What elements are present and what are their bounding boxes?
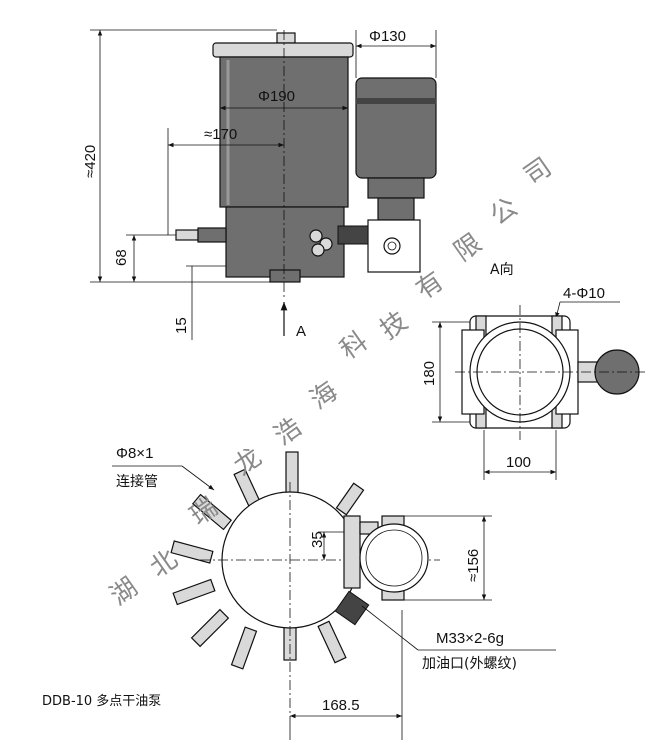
outlet-pipe [172,578,216,606]
dim-d170: ≈170 [204,126,237,143]
dim-d130: Φ130 [369,28,406,45]
dim-d156: ≈156 [465,549,482,582]
outlet-pipe [190,608,230,648]
lid-knob [276,32,296,44]
svg-text:海: 海 [305,376,344,415]
outlet-pipe [230,626,258,670]
outlet-pipe [335,482,365,516]
dim-holes: 4-Φ10 [563,285,605,302]
dim-h420: ≈420 [82,145,99,178]
view-a-title: A向 [490,262,514,278]
outlet-pipe [285,451,299,495]
view-a: A向 4-Φ10 180 100 [421,262,645,480]
svg-text:限: 限 [449,228,488,267]
outlet-pipe [191,493,233,531]
svg-text:瑞: 瑞 [185,492,224,531]
outlet-pipe [170,540,214,564]
svg-text:浩: 浩 [269,412,308,451]
reservoir-lid [212,42,354,58]
svg-text:司: 司 [519,152,558,191]
motor-top [359,523,429,593]
dim-d190: Φ190 [258,88,295,105]
dim-h68: 68 [113,249,130,266]
motor [355,77,437,179]
pipe-spec-label: Φ8×1 [116,445,153,462]
svg-text:技: 技 [375,306,414,345]
dim-w180: 180 [421,361,438,386]
dim-d35: 35 [309,531,326,548]
svg-text:科: 科 [335,326,374,365]
top-view: Φ8×1 连接管 35 ≈156 M33×2-6g 加油口(外螺纹) 168.5 [112,445,556,740]
pipe-name-label: 连接管 [116,473,158,490]
fill-port-label: 加油口(外螺纹) [422,656,517,672]
dim-h15: 15 [173,317,190,334]
drawing-caption: DDB-10 多点干油泵 [42,693,161,709]
svg-text:湖: 湖 [105,572,144,611]
outlet-pipe [317,620,347,664]
dim-w100: 100 [506,454,531,471]
dim-w168-5: 168.5 [322,697,360,714]
thread-spec-label: M33×2-6g [436,630,504,647]
view-arrow-a: A [296,323,306,340]
svg-text:公: 公 [485,192,524,231]
front-view: Φ130 Φ190 ≈170 ≈420 68 15 A [82,28,437,340]
